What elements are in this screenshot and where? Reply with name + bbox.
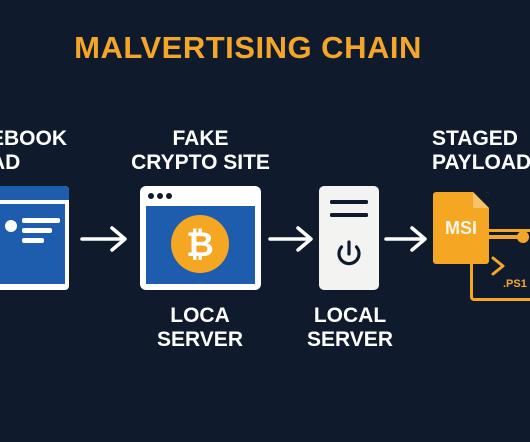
- diagram-title: MALVERTISING CHAIN: [74, 30, 422, 65]
- power-icon: [337, 240, 361, 266]
- ad-window-titlebar: [0, 186, 69, 200]
- step-2-sublabel: LOCA SERVER: [150, 304, 250, 352]
- crypto-site-window-icon: ₿: [140, 186, 261, 290]
- arrow-icon: [384, 226, 427, 252]
- step-2-label-line-1: FAKE: [172, 127, 229, 150]
- ad-window-icon: [0, 186, 69, 290]
- step-3-sublabel: LOCAL SERVER: [300, 304, 400, 352]
- crypto-site-content: ₿: [146, 206, 255, 284]
- step-2-sublabel-line-2: SERVER: [157, 328, 243, 351]
- svg-text:₿: ₿: [186, 226, 214, 264]
- step-1-label: EBOOK AD: [0, 127, 67, 175]
- step-4-label-line-2: PAYLOAD: [432, 151, 530, 174]
- file-corner-icon: [473, 192, 489, 208]
- step-4-label-line-1: STAGED: [432, 127, 518, 150]
- step-3-sublabel-line-1: LOCAL: [313, 304, 387, 327]
- step-2-label: FAKE CRYPTO SITE: [130, 127, 271, 175]
- step-2-sublabel-line-1: LOCA: [170, 304, 230, 327]
- msi-file-icon: MSI: [433, 192, 489, 264]
- step-3-sublabel-line-2: SERVER: [307, 328, 393, 351]
- step-2-label-line-2: CRYPTO SITE: [131, 151, 270, 174]
- ad-window-content: [0, 204, 65, 284]
- bitcoin-icon: ₿: [171, 215, 229, 273]
- arrow-icon: [268, 226, 313, 252]
- arrow-icon: [80, 226, 127, 252]
- step-1-label-line-2: AD: [0, 151, 21, 174]
- step-1-label-line-1: EBOOK: [0, 127, 68, 150]
- msi-file-label: MSI: [444, 218, 477, 238]
- prompt-chevron-icon: [491, 256, 505, 276]
- step-4-label: STAGED PAYLOAD: [432, 127, 530, 175]
- script-file-label: .PS1: [503, 278, 527, 290]
- server-icon: [319, 186, 379, 290]
- connector-arrow-icon: [489, 231, 529, 243]
- window-dots-icon: [148, 193, 172, 199]
